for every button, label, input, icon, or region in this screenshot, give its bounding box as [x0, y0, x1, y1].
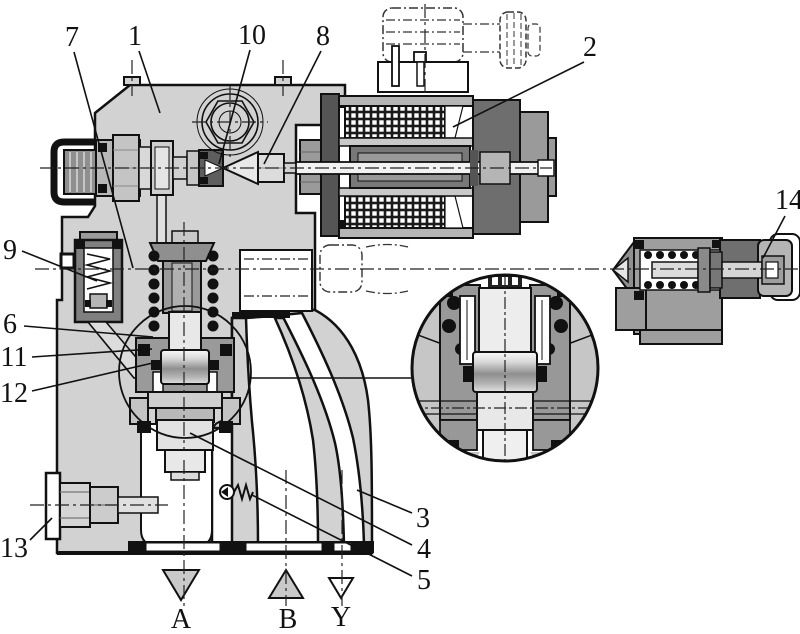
cartridge-valve — [611, 233, 800, 345]
knurled-nut — [499, 11, 527, 69]
leader-line-10 — [218, 49, 251, 165]
electrical-connector — [377, 7, 541, 93]
leader-line-7 — [73, 51, 134, 269]
callout-label-12: 12 — [0, 378, 28, 409]
port-a-symbol — [161, 569, 201, 602]
leader-line-5 — [251, 494, 413, 577]
connector-pin — [413, 51, 427, 63]
main-poppet — [156, 419, 214, 481]
relief-spring — [83, 253, 114, 290]
spring-retainer — [148, 242, 216, 262]
leader-line-13 — [29, 517, 53, 541]
flow-channel-arm — [211, 308, 374, 555]
leader-line-14 — [762, 215, 786, 259]
connector-pin — [391, 45, 400, 87]
coil-winding-bottom — [344, 195, 446, 229]
leader-line-1 — [138, 50, 161, 114]
main-spool-assembly — [129, 194, 241, 547]
solenoid — [295, 93, 557, 239]
callout-label-4: 4 — [417, 534, 431, 565]
leader-line-8 — [263, 50, 322, 165]
spool-piston-band — [160, 349, 210, 385]
callout-label-7: 7 — [65, 22, 79, 53]
callout-label-8: 8 — [316, 21, 330, 52]
callout-label-1: 1 — [128, 21, 142, 52]
callout-label-14: 14 — [775, 185, 800, 216]
port-y-symbol — [327, 577, 355, 600]
callout-label-2: 2 — [583, 32, 597, 63]
leader-line-11 — [31, 348, 153, 358]
bottom-port-rail — [57, 541, 374, 555]
coil-winding-top — [344, 105, 446, 139]
callout-label-9: 9 — [3, 235, 17, 266]
callout-label-11: 11 — [1, 342, 28, 373]
leader-line-6 — [23, 325, 154, 338]
leader-line-4 — [189, 432, 413, 546]
port-symbols — [161, 568, 355, 602]
port-label-A: A — [171, 604, 192, 634]
leader-line-9 — [21, 250, 98, 282]
callout-label-10: 10 — [238, 20, 266, 51]
callout-label-13: 13 — [0, 533, 28, 564]
port-label-Y: Y — [331, 602, 351, 633]
callout-label-3: 3 — [416, 503, 430, 534]
valve-seat-sleeve — [129, 311, 241, 425]
main-spring — [148, 250, 219, 332]
spring-chamber — [239, 249, 313, 312]
protective-cap — [50, 138, 96, 206]
callout-label-5: 5 — [417, 565, 431, 596]
leader-line-3 — [356, 489, 413, 514]
callout-label-6: 6 — [3, 309, 17, 340]
detail-view — [410, 273, 600, 463]
port-label-B: B — [279, 604, 298, 634]
leader-line-12 — [31, 361, 158, 392]
detail-marker-circle — [118, 305, 252, 439]
side-port — [59, 252, 76, 270]
channel-mouth-seat — [232, 312, 290, 318]
check-valve-symbol — [219, 481, 254, 503]
leader-line-2 — [452, 61, 585, 128]
